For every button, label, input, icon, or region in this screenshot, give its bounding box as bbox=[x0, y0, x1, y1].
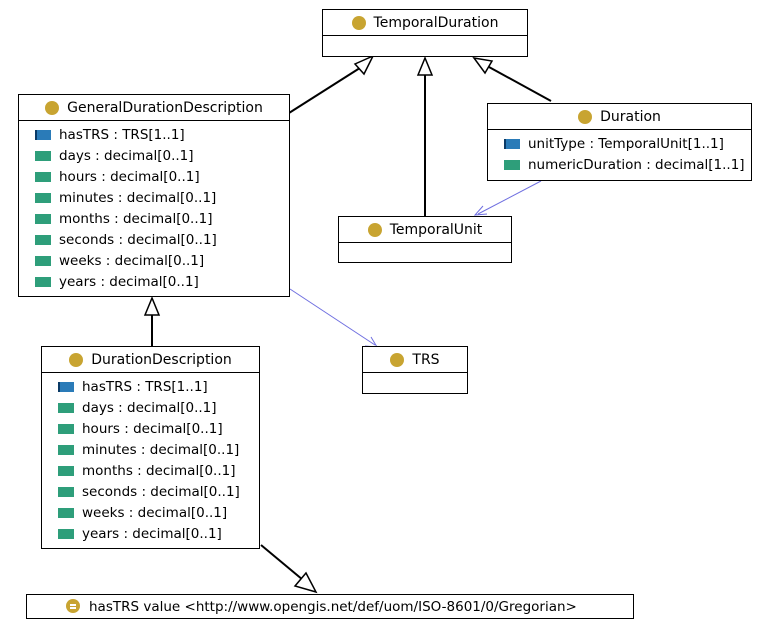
generalization-arrowhead bbox=[416, 56, 434, 76]
class-header: TemporalDuration bbox=[323, 10, 527, 36]
attribute-text: days : decimal[0..1] bbox=[82, 399, 217, 416]
attribute-text: days : decimal[0..1] bbox=[59, 147, 194, 164]
data-property-icon bbox=[35, 150, 51, 161]
attribute-text: years : decimal[0..1] bbox=[59, 273, 199, 290]
class-header: TemporalUnit bbox=[339, 217, 511, 243]
class-general-duration-description[interactable]: GeneralDurationDescription hasTRS : TRS[… bbox=[18, 94, 290, 297]
class-icon bbox=[351, 15, 366, 30]
class-icon bbox=[367, 222, 382, 237]
attribute-list: hasTRS : TRS[1..1] days : decimal[0..1] … bbox=[42, 373, 259, 544]
data-property-row[interactable]: months : decimal[0..1] bbox=[42, 460, 259, 481]
data-property-icon bbox=[58, 507, 74, 518]
data-property-icon bbox=[58, 528, 74, 539]
data-property-row[interactable]: seconds : decimal[0..1] bbox=[42, 481, 259, 502]
generalization-edge bbox=[288, 65, 364, 114]
class-icon bbox=[578, 109, 593, 124]
generalization-arrowhead bbox=[472, 56, 494, 75]
class-name: Duration bbox=[600, 108, 661, 125]
class-header: Duration bbox=[488, 104, 751, 130]
data-property-icon bbox=[35, 255, 51, 266]
class-header: TRS bbox=[363, 347, 467, 373]
object-property-row[interactable]: unitType : TemporalUnit[1..1] bbox=[488, 133, 751, 154]
data-property-icon bbox=[35, 276, 51, 287]
data-property-icon bbox=[58, 486, 74, 497]
generalization-arrowhead bbox=[143, 296, 161, 316]
data-property-row[interactable]: days : decimal[0..1] bbox=[42, 397, 259, 418]
attribute-text: minutes : decimal[0..1] bbox=[59, 189, 217, 206]
class-icon bbox=[390, 352, 405, 367]
generalization-arrowhead bbox=[353, 54, 375, 76]
data-property-row[interactable]: years : decimal[0..1] bbox=[42, 523, 259, 544]
class-duration-description[interactable]: DurationDescription hasTRS : TRS[1..1] d… bbox=[41, 346, 260, 549]
class-name: GeneralDurationDescription bbox=[67, 99, 263, 116]
class-name: TemporalDuration bbox=[373, 14, 499, 31]
class-header: GeneralDurationDescription bbox=[19, 95, 289, 121]
class-temporal-unit[interactable]: TemporalUnit bbox=[338, 216, 512, 263]
restriction-text: hasTRS value <http://www.opengis.net/def… bbox=[89, 598, 577, 615]
association-edge bbox=[477, 180, 542, 215]
object-property-row[interactable]: hasTRS : TRS[1..1] bbox=[19, 124, 289, 145]
attribute-text: seconds : decimal[0..1] bbox=[82, 483, 240, 500]
restriction-arrowhead bbox=[293, 571, 318, 594]
data-property-row[interactable]: months : decimal[0..1] bbox=[19, 208, 289, 229]
generalization-edge bbox=[488, 66, 552, 102]
restriction-box[interactable]: hasTRS value <http://www.opengis.net/def… bbox=[26, 594, 634, 619]
data-property-icon bbox=[58, 402, 74, 413]
attribute-text: weeks : decimal[0..1] bbox=[82, 504, 228, 521]
attribute-text: numericDuration : decimal[1..1] bbox=[528, 156, 745, 173]
data-property-icon bbox=[35, 234, 51, 245]
object-property-icon bbox=[35, 129, 51, 140]
data-property-icon bbox=[35, 171, 51, 182]
data-property-row[interactable]: hours : decimal[0..1] bbox=[19, 166, 289, 187]
association-edge bbox=[289, 288, 376, 346]
attribute-text: months : decimal[0..1] bbox=[59, 210, 213, 227]
association-arrowhead bbox=[473, 205, 488, 216]
attribute-text: months : decimal[0..1] bbox=[82, 462, 236, 479]
object-property-icon bbox=[504, 138, 520, 149]
attribute-list: hasTRS : TRS[1..1] days : decimal[0..1] … bbox=[19, 121, 289, 292]
data-property-row[interactable]: years : decimal[0..1] bbox=[19, 271, 289, 292]
data-property-icon bbox=[504, 159, 520, 170]
attribute-text: seconds : decimal[0..1] bbox=[59, 231, 217, 248]
data-property-icon bbox=[35, 192, 51, 203]
class-trs[interactable]: TRS bbox=[362, 346, 468, 394]
attribute-text: hours : decimal[0..1] bbox=[59, 168, 200, 185]
data-property-icon bbox=[58, 465, 74, 476]
class-name: TRS bbox=[412, 351, 440, 368]
class-header: DurationDescription bbox=[42, 347, 259, 373]
attribute-text: hours : decimal[0..1] bbox=[82, 420, 223, 437]
data-property-row[interactable]: minutes : decimal[0..1] bbox=[19, 187, 289, 208]
object-property-row[interactable]: hasTRS : TRS[1..1] bbox=[42, 376, 259, 397]
attribute-text: hasTRS : TRS[1..1] bbox=[82, 378, 208, 395]
attribute-text: unitType : TemporalUnit[1..1] bbox=[528, 135, 724, 152]
attribute-text: hasTRS : TRS[1..1] bbox=[59, 126, 185, 143]
class-duration[interactable]: Duration unitType : TemporalUnit[1..1] n… bbox=[487, 103, 752, 181]
data-property-row[interactable]: seconds : decimal[0..1] bbox=[19, 229, 289, 250]
attribute-text: years : decimal[0..1] bbox=[82, 525, 222, 542]
data-property-icon bbox=[35, 213, 51, 224]
data-property-row[interactable]: days : decimal[0..1] bbox=[19, 145, 289, 166]
class-temporal-duration[interactable]: TemporalDuration bbox=[322, 9, 528, 57]
data-property-row[interactable]: weeks : decimal[0..1] bbox=[42, 502, 259, 523]
data-property-icon bbox=[58, 444, 74, 455]
class-icon bbox=[45, 100, 60, 115]
data-property-row[interactable]: hours : decimal[0..1] bbox=[42, 418, 259, 439]
data-property-row[interactable]: weeks : decimal[0..1] bbox=[19, 250, 289, 271]
data-property-row[interactable]: minutes : decimal[0..1] bbox=[42, 439, 259, 460]
data-property-row[interactable]: numericDuration : decimal[1..1] bbox=[488, 154, 751, 175]
class-name: DurationDescription bbox=[91, 351, 232, 368]
attribute-list: unitType : TemporalUnit[1..1] numericDur… bbox=[488, 130, 751, 175]
attribute-text: minutes : decimal[0..1] bbox=[82, 441, 240, 458]
object-property-icon bbox=[58, 381, 74, 392]
class-name: TemporalUnit bbox=[389, 221, 483, 238]
restriction-edge bbox=[260, 544, 304, 581]
restriction-icon bbox=[66, 599, 80, 613]
class-icon bbox=[69, 352, 84, 367]
attribute-text: weeks : decimal[0..1] bbox=[59, 252, 205, 269]
data-property-icon bbox=[58, 423, 74, 434]
